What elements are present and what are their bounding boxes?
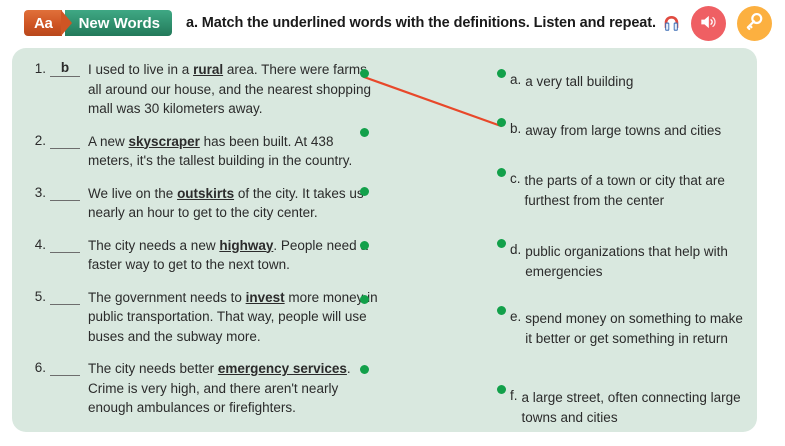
answer-blank-6[interactable] bbox=[50, 359, 80, 376]
definition-dot-c[interactable] bbox=[497, 168, 506, 177]
question-text-after: . Crime is very high, and there aren't n… bbox=[88, 361, 351, 415]
question-dot-5[interactable] bbox=[360, 295, 369, 304]
question-dot-1[interactable] bbox=[360, 69, 369, 78]
question-number: 4. bbox=[34, 236, 46, 252]
definition-text: a large street, often connecting large t… bbox=[521, 390, 741, 425]
definition-dot-d[interactable] bbox=[497, 239, 506, 248]
answer-blank-5[interactable] bbox=[50, 288, 80, 305]
question-keyword: outskirts bbox=[177, 185, 235, 201]
question-keyword: invest bbox=[245, 289, 285, 305]
definition-dot-f[interactable] bbox=[497, 385, 506, 394]
definition-letter: c. bbox=[510, 171, 521, 186]
question-text-before: A new bbox=[88, 133, 129, 149]
definition-letter: d. bbox=[510, 242, 522, 257]
answer-blank-1[interactable]: b bbox=[50, 60, 80, 77]
definition-row: e. spend money on something to make it b… bbox=[510, 309, 750, 348]
badge-arrow-shape bbox=[60, 10, 72, 36]
new-words-badge: Aa New Words bbox=[24, 10, 172, 36]
question-text-before: The city needs better bbox=[88, 361, 218, 376]
answer-blank-4[interactable] bbox=[50, 236, 80, 253]
speaker-icon bbox=[698, 12, 718, 35]
matching-exercise-card: 1. b I used to live in a rural area. The… bbox=[12, 48, 757, 432]
question-number: 2. bbox=[34, 132, 46, 148]
question-keyword: emergency services bbox=[217, 361, 347, 376]
definition-row: f. a large street, often connecting larg… bbox=[510, 388, 750, 427]
answer-key-button[interactable] bbox=[736, 5, 772, 41]
answer-blank-2[interactable] bbox=[50, 132, 80, 149]
definition-dot-b[interactable] bbox=[497, 118, 506, 127]
definition-text: away from large towns and cities bbox=[525, 123, 722, 138]
definition-letter: b. bbox=[510, 121, 522, 136]
question-text-before: The city needs a new bbox=[88, 237, 220, 253]
question-text-after: area. There were farms all around our ho… bbox=[88, 62, 371, 116]
definition-row: b. away from large towns and cities bbox=[510, 121, 750, 141]
badge-aa-label: Aa bbox=[24, 10, 62, 36]
definition-dot-e[interactable] bbox=[497, 306, 506, 315]
key-icon bbox=[744, 11, 765, 35]
question-text-after: more money in public transportation. Tha… bbox=[88, 289, 378, 344]
definition-row: a. a very tall building bbox=[510, 72, 750, 92]
question-row: 1. b I used to live in a rural area. The… bbox=[30, 60, 382, 119]
question-row: 3. We live on the outskirts of the city.… bbox=[30, 184, 382, 223]
definition-letter: e. bbox=[510, 309, 522, 324]
question-text-after: . People need a faster way to get to the… bbox=[88, 237, 368, 273]
question-dot-3[interactable] bbox=[360, 187, 369, 196]
play-audio-button[interactable] bbox=[690, 5, 726, 41]
question-text-before: I used to live in a bbox=[88, 62, 194, 77]
question-text: The city needs a new highway. People nee… bbox=[88, 236, 382, 275]
question-keyword: rural bbox=[193, 62, 224, 77]
question-number: 1. bbox=[34, 61, 46, 76]
exercise-header: Aa New Words a. Match the underlined wor… bbox=[0, 0, 785, 46]
question-keyword: skyscraper bbox=[128, 133, 200, 149]
definition-text: spend money on something to make it bett… bbox=[525, 311, 743, 346]
question-row: 6. The city needs better emergency servi… bbox=[30, 359, 382, 418]
question-text-before: The government needs to bbox=[88, 289, 246, 305]
question-dot-4[interactable] bbox=[360, 241, 369, 250]
exercise-columns: 1. b I used to live in a rural area. The… bbox=[12, 48, 757, 432]
question-text: I used to live in a rural area. There we… bbox=[88, 60, 382, 119]
question-row: 2. A new skyscraper has been built. At 4… bbox=[30, 132, 382, 171]
question-number: 5. bbox=[34, 288, 46, 304]
question-dot-2[interactable] bbox=[360, 128, 369, 137]
definition-text: the parts of a town or city that are fur… bbox=[524, 173, 725, 208]
definition-letter: a. bbox=[510, 72, 522, 87]
question-text: We live on the outskirts of the city. It… bbox=[88, 184, 382, 223]
question-text: The government needs to invest more mone… bbox=[88, 288, 382, 347]
badge-title-label: New Words bbox=[64, 10, 172, 36]
question-text-before: We live on the bbox=[88, 185, 178, 201]
question-dot-6[interactable] bbox=[360, 365, 369, 374]
questions-column: 1. b I used to live in a rural area. The… bbox=[30, 60, 382, 431]
question-text: The city needs better emergency services… bbox=[88, 359, 382, 418]
question-keyword: highway bbox=[219, 237, 274, 253]
definition-text: a very tall building bbox=[525, 74, 634, 89]
definition-letter: f. bbox=[510, 388, 518, 403]
headphones-icon bbox=[662, 13, 682, 33]
question-text-after: of the city. It takes us nearly an hour … bbox=[88, 185, 364, 221]
instruction-text: a. Match the underlined words with the d… bbox=[185, 15, 656, 31]
definition-row: c. the parts of a town or city that are … bbox=[510, 171, 750, 210]
question-text-after: has been built. At 438 meters, it's the … bbox=[88, 133, 353, 169]
question-number: 6. bbox=[34, 360, 46, 375]
question-row: 4. The city needs a new highway. People … bbox=[30, 236, 382, 275]
question-row: 5. The government needs to invest more m… bbox=[30, 288, 382, 347]
definition-row: d. public organizations that help with e… bbox=[510, 242, 750, 281]
question-number: 3. bbox=[34, 184, 46, 200]
question-text: A new skyscraper has been built. At 438 … bbox=[88, 132, 382, 171]
answer-blank-3[interactable] bbox=[50, 184, 80, 201]
definition-text: public organizations that help with emer… bbox=[525, 244, 728, 279]
definition-dot-a[interactable] bbox=[497, 69, 506, 78]
